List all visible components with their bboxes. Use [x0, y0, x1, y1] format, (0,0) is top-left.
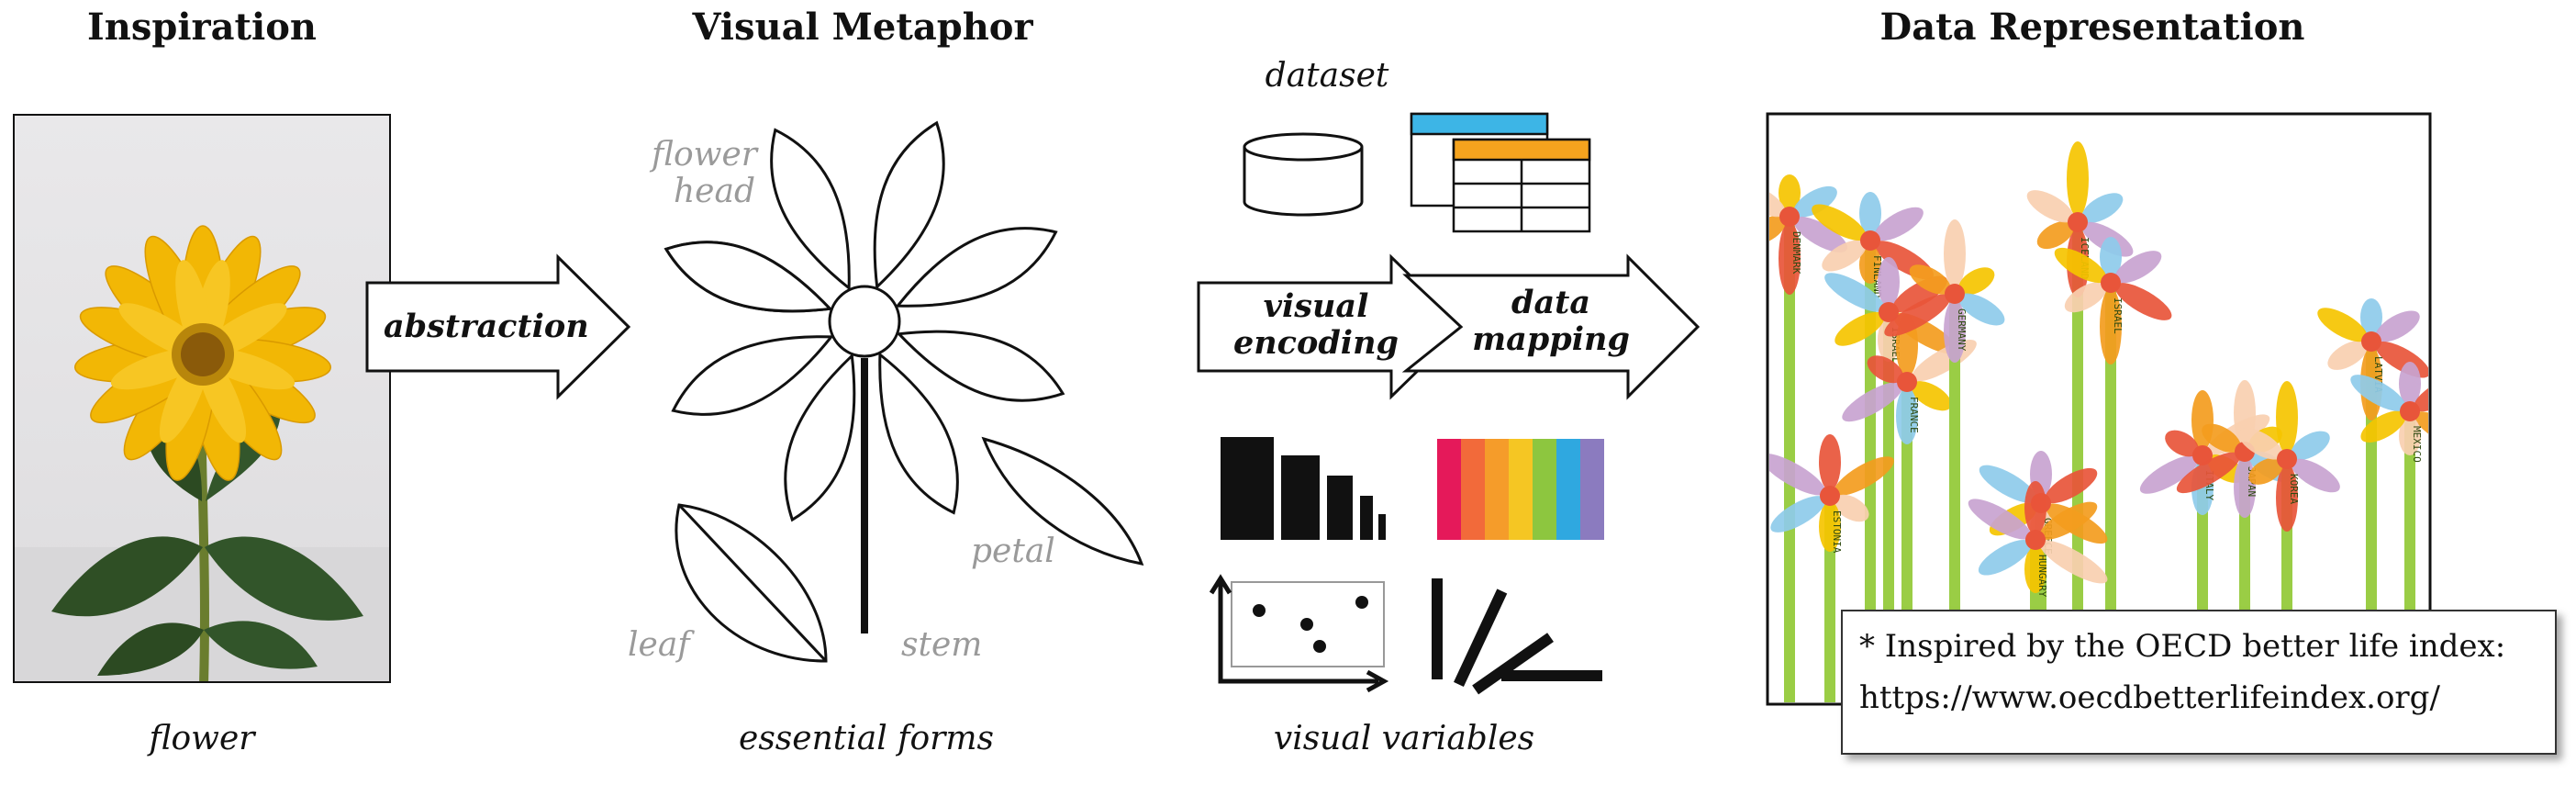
data-mapping-label-line1: data: [1511, 284, 1590, 321]
oecd-note: * Inspired by the OECD better life index…: [1841, 610, 2557, 755]
flower-glyph: FRANCE: [1842, 314, 1977, 702]
oecd-note-link[interactable]: https://www.oecdbetterlifeindex.org/: [1859, 679, 2440, 716]
position-scatter-icon: [1209, 574, 1389, 693]
country-label: GERMANY: [1956, 308, 1968, 352]
stem-label: stem: [901, 626, 983, 664]
oecd-note-line1: * Inspired by the OECD better life index…: [1859, 628, 2506, 665]
caption-dataset: dataset: [1265, 57, 1389, 95]
country-label: FRANCE: [1908, 397, 1920, 433]
orientation-icon: [1432, 578, 1602, 695]
country-label: ESTONIA: [1831, 510, 1843, 554]
country-label: HUNGARY: [2036, 555, 2048, 598]
abstraction-label: abstraction: [384, 308, 589, 345]
flower-metaphor: [664, 120, 1144, 663]
flower-glyph: ESTONIA: [1769, 434, 1894, 702]
abstraction-arrow: [365, 253, 631, 400]
leaf-label: leaf: [628, 626, 690, 664]
heading-visual-metaphor: Visual Metaphor: [692, 6, 1033, 49]
flower-glyph: ISRAEL: [2054, 237, 2172, 702]
caption-visual-variables: visual variables: [1273, 720, 1535, 757]
visual-encoding-label-line1: visual: [1263, 287, 1369, 325]
flower-head-label-line2: head: [674, 173, 755, 210]
database-icon: [1243, 132, 1364, 217]
sunflower-photo: [13, 114, 391, 683]
heading-inspiration: Inspiration: [87, 6, 317, 49]
flower-head-label-line1: flower: [652, 136, 758, 174]
flower-field: DENMARKFINLANDISRAELESTONIAFRANCEGERMANY…: [1769, 141, 2428, 702]
caption-flower: flower: [149, 720, 255, 757]
data-mapping-arrow: [1401, 253, 1701, 400]
bar-length-icon: [1221, 437, 1386, 540]
flower-glyph: JAPAN: [2176, 380, 2292, 702]
country-label: DENMARK: [1790, 231, 1802, 275]
data-mapping-label-line2: mapping: [1472, 320, 1630, 358]
sunflower-illustration: [15, 225, 389, 681]
flower-glyph: HUNGARY: [1968, 481, 2108, 702]
flower-glyph: KOREA: [2238, 381, 2340, 702]
country-label: MEXICO: [2411, 426, 2423, 463]
country-label: KOREA: [2288, 474, 2300, 504]
flower-glyph: DENMARK: [1769, 174, 1847, 702]
petal-label: petal: [971, 533, 1055, 570]
caption-essential-forms: essential forms: [739, 720, 994, 757]
color-hue-icon: [1437, 439, 1604, 540]
country-label: ISRAEL: [2112, 297, 2124, 334]
flower-glyph: GERMANY: [1884, 219, 2005, 702]
heading-data-representation: Data Representation: [1879, 6, 2305, 49]
table-icon: [1410, 112, 1591, 233]
visual-encoding-label-line2: encoding: [1232, 324, 1400, 362]
